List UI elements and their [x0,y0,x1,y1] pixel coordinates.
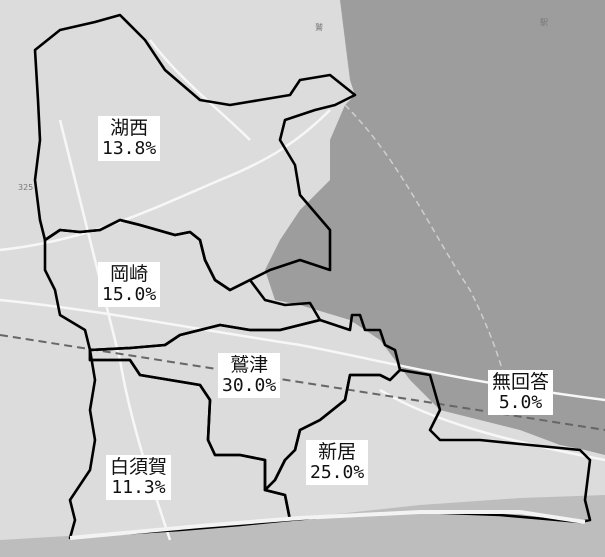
district-name: 白須賀 [110,456,168,478]
district-label-shirasuka: 白須賀 11.3% [106,455,172,501]
district-share: 15.0% [102,284,157,306]
district-name: 鷲津 [230,354,269,376]
district-name: 湖西 [110,117,149,139]
district-label-kosai: 湖西 13.8% [98,116,161,162]
lake-route [344,104,506,381]
map-place-text: 鷲 [315,22,323,32]
district-name: 新居 [318,441,357,463]
district-name: 岡崎 [110,263,149,285]
district-label-arai: 新居 25.0% [306,440,369,486]
no-answer-label: 無回答 5.0% [488,370,554,416]
no-answer-name: 無回答 [492,371,550,393]
map-place-text: 325 [18,183,33,192]
district-share: 25.0% [310,462,365,484]
map-place-text: 駅 [540,18,548,27]
district-share: 11.3% [111,477,166,499]
district-label-okazaki: 岡崎 15.0% [98,262,161,308]
boundary-shirasuka [68,348,292,540]
no-answer-share: 5.0% [498,392,543,414]
district-label-washizu: 鷲津 30.0% [218,353,281,399]
district-share: 13.8% [102,138,157,160]
lake-hamana [265,0,605,455]
coastline [69,510,586,540]
boundary-okazaki [43,218,322,352]
district-share: 30.0% [222,375,277,397]
